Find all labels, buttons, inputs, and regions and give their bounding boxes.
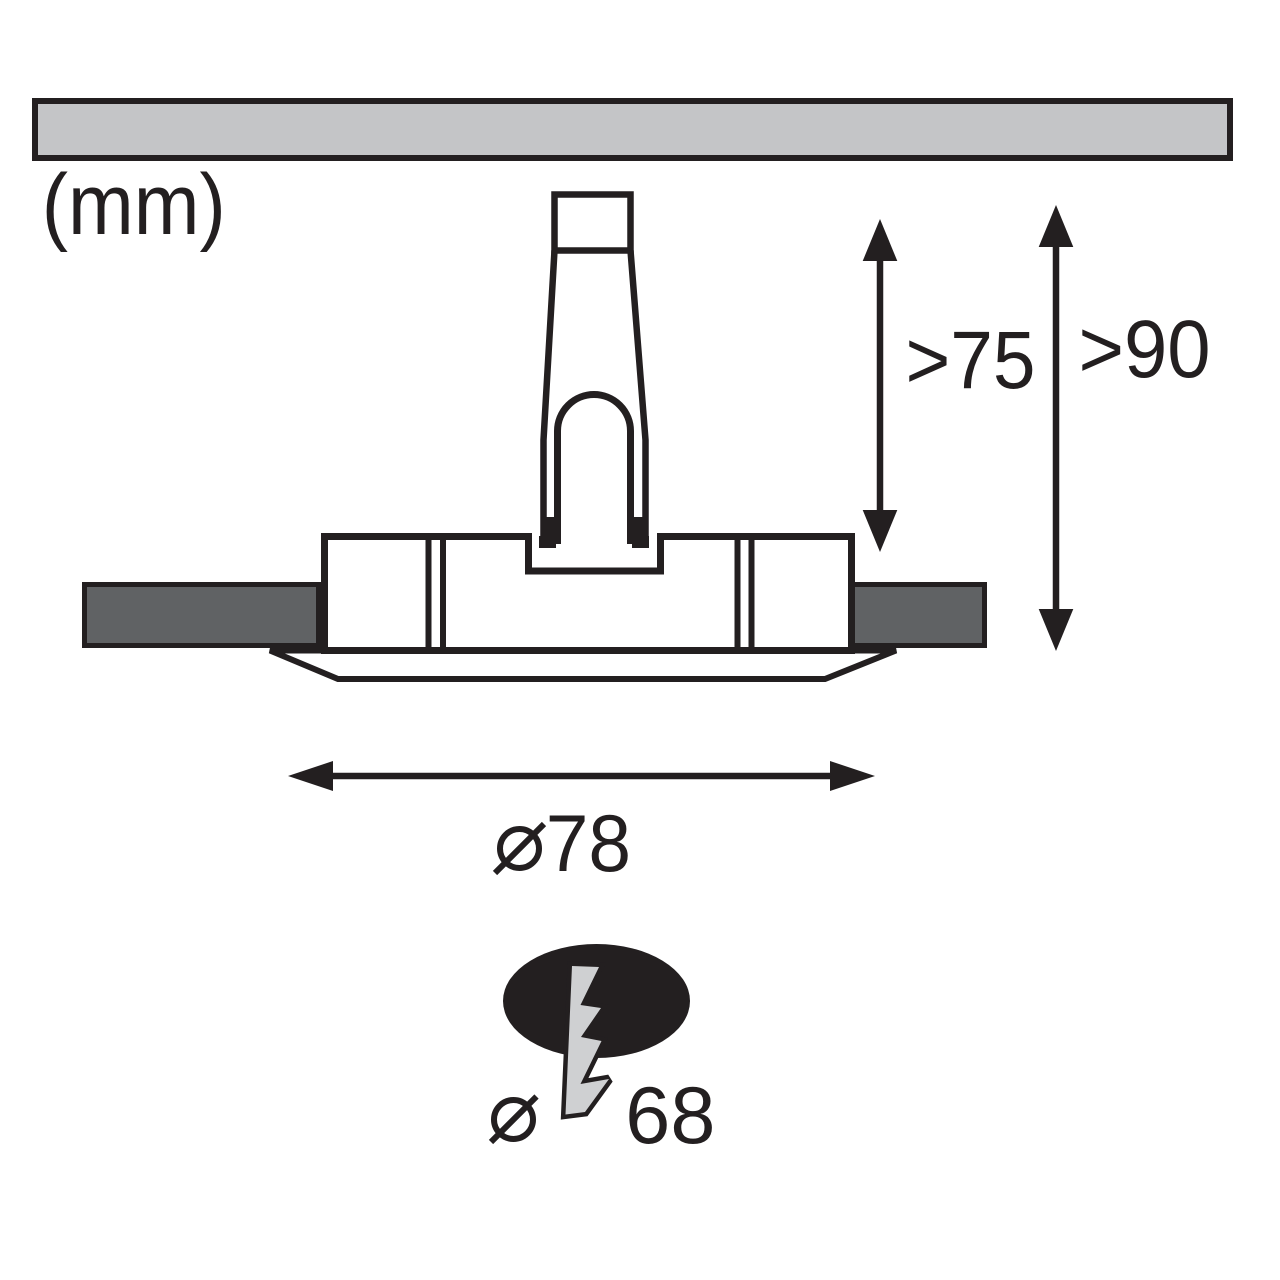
svg-text:>75: >75 — [906, 314, 1036, 406]
svg-text:68: 68 — [625, 1071, 715, 1161]
svg-text:(mm): (mm) — [42, 157, 226, 253]
svg-text:>90: >90 — [1079, 303, 1211, 394]
svg-text:78: 78 — [546, 798, 631, 888]
